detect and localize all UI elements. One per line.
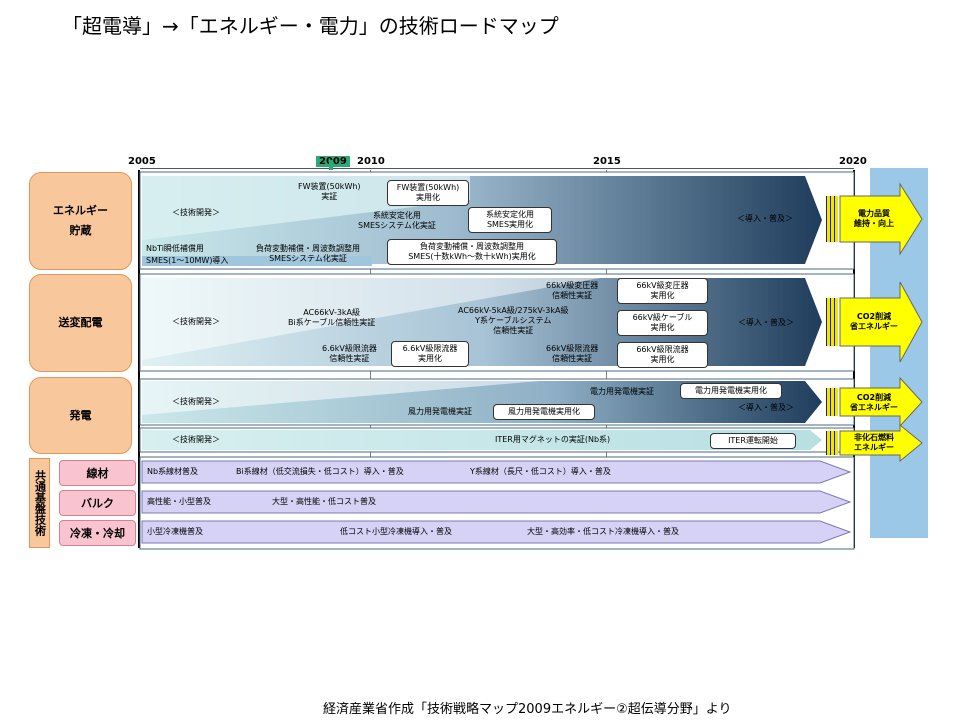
goal-arrow-generation [839, 376, 923, 428]
bulk-text-1: 高性能・小型普及 [147, 497, 211, 506]
goal-arrow-storage [839, 182, 923, 256]
iter-tech-dev: ＜技術開発＞ [172, 435, 220, 444]
generation-deploy: ＜導入・普及＞ [738, 403, 794, 412]
category-common: 共通基盤技術 [29, 458, 50, 548]
cooling-text-3: 大型・高効率・低コスト冷凍機導入・普及 [527, 527, 679, 536]
storage-fw-demo: FW装置(50kWh) 実証 [298, 182, 361, 201]
storage-deploy: ＜導入・普及＞ [737, 214, 793, 223]
goal-storage-text: 電力品質 維持・向上 [854, 209, 894, 228]
storage-nbti: NbTi瞬低補償用 [146, 244, 204, 253]
page-title: 「超電導」→「エネルギー・電力」の技術ロードマップ [62, 14, 559, 38]
bulk-arrow [141, 490, 852, 514]
storage-tech-dev: ＜技術開発＞ [172, 208, 220, 217]
storage-smes-intro: SMES(1～10MW)導入 [146, 256, 229, 265]
transmission-deploy: ＜導入・普及＞ [738, 318, 794, 327]
category-energy-storage: エネルギー 貯蔵 [29, 172, 132, 270]
year-label: 2015 [593, 156, 621, 167]
transmission-white-wedge [142, 278, 600, 360]
transmission-fcl66-demo: 66kV級限流器 信頼性実証 [546, 344, 599, 363]
goal-transmission-text: CO2削減 省エネルギー [850, 312, 898, 331]
transmission-fcl-practical: 6.6kV級限流器 実用化 [391, 341, 469, 367]
timeline-axis [140, 168, 854, 169]
cooling-arrow [141, 520, 852, 544]
goal-iter-text: 非化石燃料 エネルギー [854, 433, 894, 452]
iter-band-arrow [142, 430, 822, 450]
cooling-text-2: 低コスト小型冷凍機導入・普及 [340, 527, 452, 536]
cooling-text-1: 小型冷凍機普及 [147, 527, 203, 536]
iter-start: ITER運転開始 [710, 433, 796, 449]
generation-power-demo: 電力用発電機実証 [590, 387, 654, 396]
transmission-fcl-demo: 6.6kV級限流器 信頼性実証 [322, 344, 377, 363]
goal-arrow-iter [839, 423, 923, 463]
goal-arrow-transmission [839, 281, 923, 363]
wire-text-1: Nb系線材普及 [147, 467, 199, 476]
deploy-stripes [826, 431, 840, 455]
iter-demo: ITER用マグネットの実証(Nb系) [495, 435, 611, 444]
storage-fw-practical: FW装置(50kWh) 実用化 [387, 180, 469, 206]
generation-wind-demo: 風力用発電機実証 [408, 407, 472, 416]
wire-text-2: Bi系線材（低交流損失・低コスト）導入・普及 [236, 467, 404, 476]
bulk-text-2: 大型・高性能・低コスト普及 [272, 497, 376, 506]
category-transmission: 送変配電 [29, 274, 132, 372]
category-cooling: 冷凍・冷却 [59, 520, 136, 546]
transmission-transformer-practical: 66kV級変圧器 実用化 [617, 278, 708, 304]
wire-text-3: Y系線材（長尺・低コスト）導入・普及 [470, 467, 611, 476]
generation-white-wedge [142, 381, 540, 415]
wire-arrow [141, 460, 852, 484]
category-bulk: バルク [59, 490, 136, 516]
generation-power-practical: 電力用発電機実用化 [680, 383, 782, 399]
transmission-ycable-demo: AC66kV-5kA級/275kV-3kA級 Y系ケーブルシステム 信頼性実証 [458, 306, 569, 335]
storage-bottom-band [142, 256, 372, 266]
storage-sys-demo: 系統安定化用 SMESシステム化実証 [358, 211, 436, 230]
storage-load-practical: 負荷変動補償・周波数調整用 SMES(十数kWh～数十kWh)実用化 [387, 239, 557, 265]
deploy-stripes [826, 388, 840, 416]
deploy-stripes [826, 196, 840, 242]
goal-generation-text: CO2削減 省エネルギー [850, 393, 898, 412]
category-generation: 発電 [29, 377, 132, 454]
generation-tech-dev: ＜技術開発＞ [172, 397, 220, 406]
storage-sys-practical: 系統安定化用 SMES実用化 [468, 207, 552, 233]
year-label: 2010 [357, 156, 385, 167]
year-label: 2005 [128, 156, 156, 167]
year-label: 2020 [839, 156, 867, 167]
transmission-tech-dev: ＜技術開発＞ [172, 317, 220, 326]
generation-wind-practical: 風力用発電機実用化 [493, 404, 595, 420]
category-wire: 線材 [59, 460, 136, 486]
storage-load-demo: 負荷変動補償・周波数調整用 SMESシステム化実証 [256, 244, 360, 263]
timeline-start-line [138, 170, 140, 548]
transmission-cable-demo: AC66kV-3kA級 Bi系ケーブル信頼性実証 [288, 308, 376, 327]
transmission-transformer-demo: 66kV級変圧器 信頼性実証 [546, 281, 599, 300]
deploy-stripes [826, 298, 840, 346]
source-note: 経済産業省作成「技術戦略マップ2009エネルギー②超伝導分野」より [323, 702, 732, 717]
transmission-fcl66-practical: 66kV級限流器 実用化 [617, 342, 708, 368]
transmission-cable-practical: 66kV級ケーブル 実用化 [617, 310, 708, 336]
